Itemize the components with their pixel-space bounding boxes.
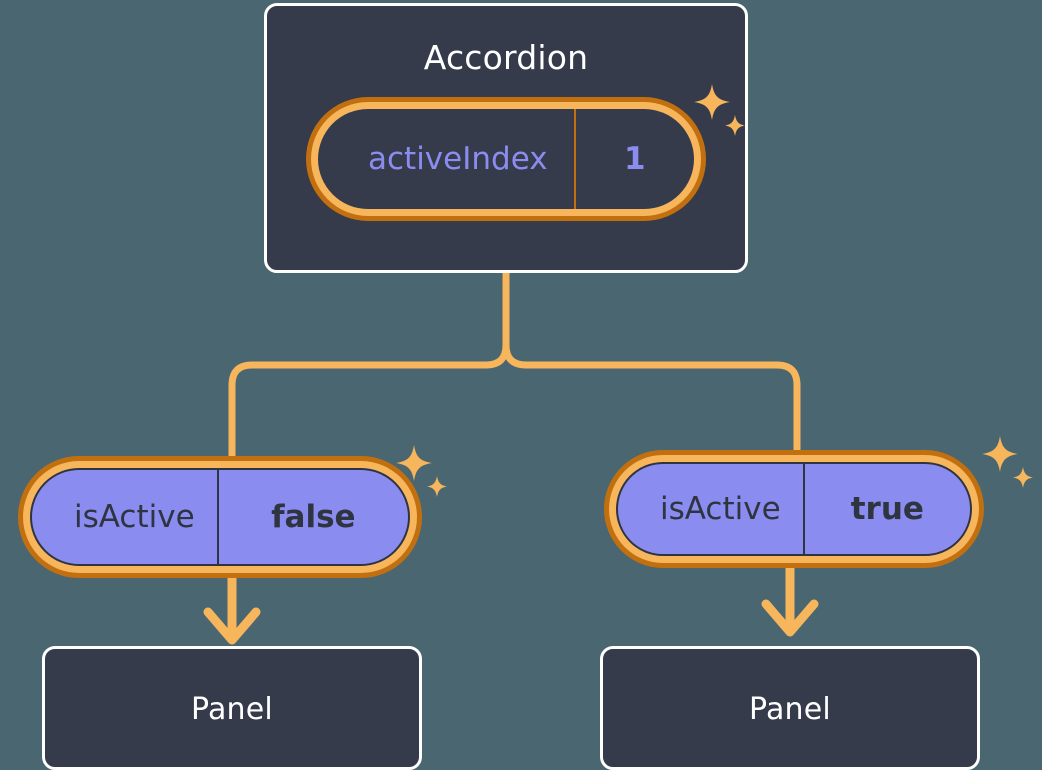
arrow-down-left bbox=[203, 578, 261, 645]
tree-connector-branch-right bbox=[502, 341, 801, 456]
pill-ring-outer: isActive true bbox=[604, 450, 984, 568]
tree-connector-root bbox=[228, 269, 510, 462]
component-title-accordion: Accordion bbox=[423, 38, 589, 77]
component-title-panel-right: Panel bbox=[749, 692, 831, 727]
sparkle-four-point-large-icon bbox=[982, 436, 1018, 472]
pill-ring-inner: isActive true bbox=[609, 455, 979, 563]
pill-ring-inner: isActive false bbox=[23, 461, 417, 573]
pill-ring-inner: activeIndex 1 bbox=[311, 102, 701, 216]
pill-surface: isActive true bbox=[616, 462, 972, 556]
pill-divider bbox=[573, 109, 576, 209]
state-key-label: isActive bbox=[660, 491, 781, 527]
state-value-label: false bbox=[271, 499, 356, 535]
pill-surface: isActive false bbox=[30, 468, 410, 566]
state-pill-is-active-true[interactable]: isActive true bbox=[604, 450, 984, 568]
pill-ring-outer: activeIndex 1 bbox=[306, 97, 706, 221]
component-box-panel-left[interactable]: Panel bbox=[42, 646, 422, 770]
state-value-label: 1 bbox=[624, 141, 646, 177]
component-title-panel-left: Panel bbox=[191, 692, 273, 727]
sparkle-group-right-pill bbox=[982, 436, 1033, 488]
sparkle-four-point-small-icon bbox=[427, 476, 447, 497]
arrow-down-right bbox=[761, 568, 819, 637]
state-pill-is-active-false[interactable]: isActive false bbox=[18, 456, 422, 578]
state-key-label: activeIndex bbox=[368, 141, 548, 177]
sparkle-four-point-small-icon bbox=[1013, 467, 1033, 488]
state-pill-active-index[interactable]: activeIndex 1 bbox=[306, 97, 706, 221]
pill-surface: activeIndex 1 bbox=[318, 109, 694, 209]
state-key-label: isActive bbox=[74, 499, 195, 535]
component-box-panel-right[interactable]: Panel bbox=[600, 646, 980, 770]
pill-ring-outer: isActive false bbox=[18, 456, 422, 578]
pill-divider bbox=[802, 464, 805, 554]
state-value-label: true bbox=[850, 491, 924, 527]
pill-divider bbox=[216, 470, 219, 564]
